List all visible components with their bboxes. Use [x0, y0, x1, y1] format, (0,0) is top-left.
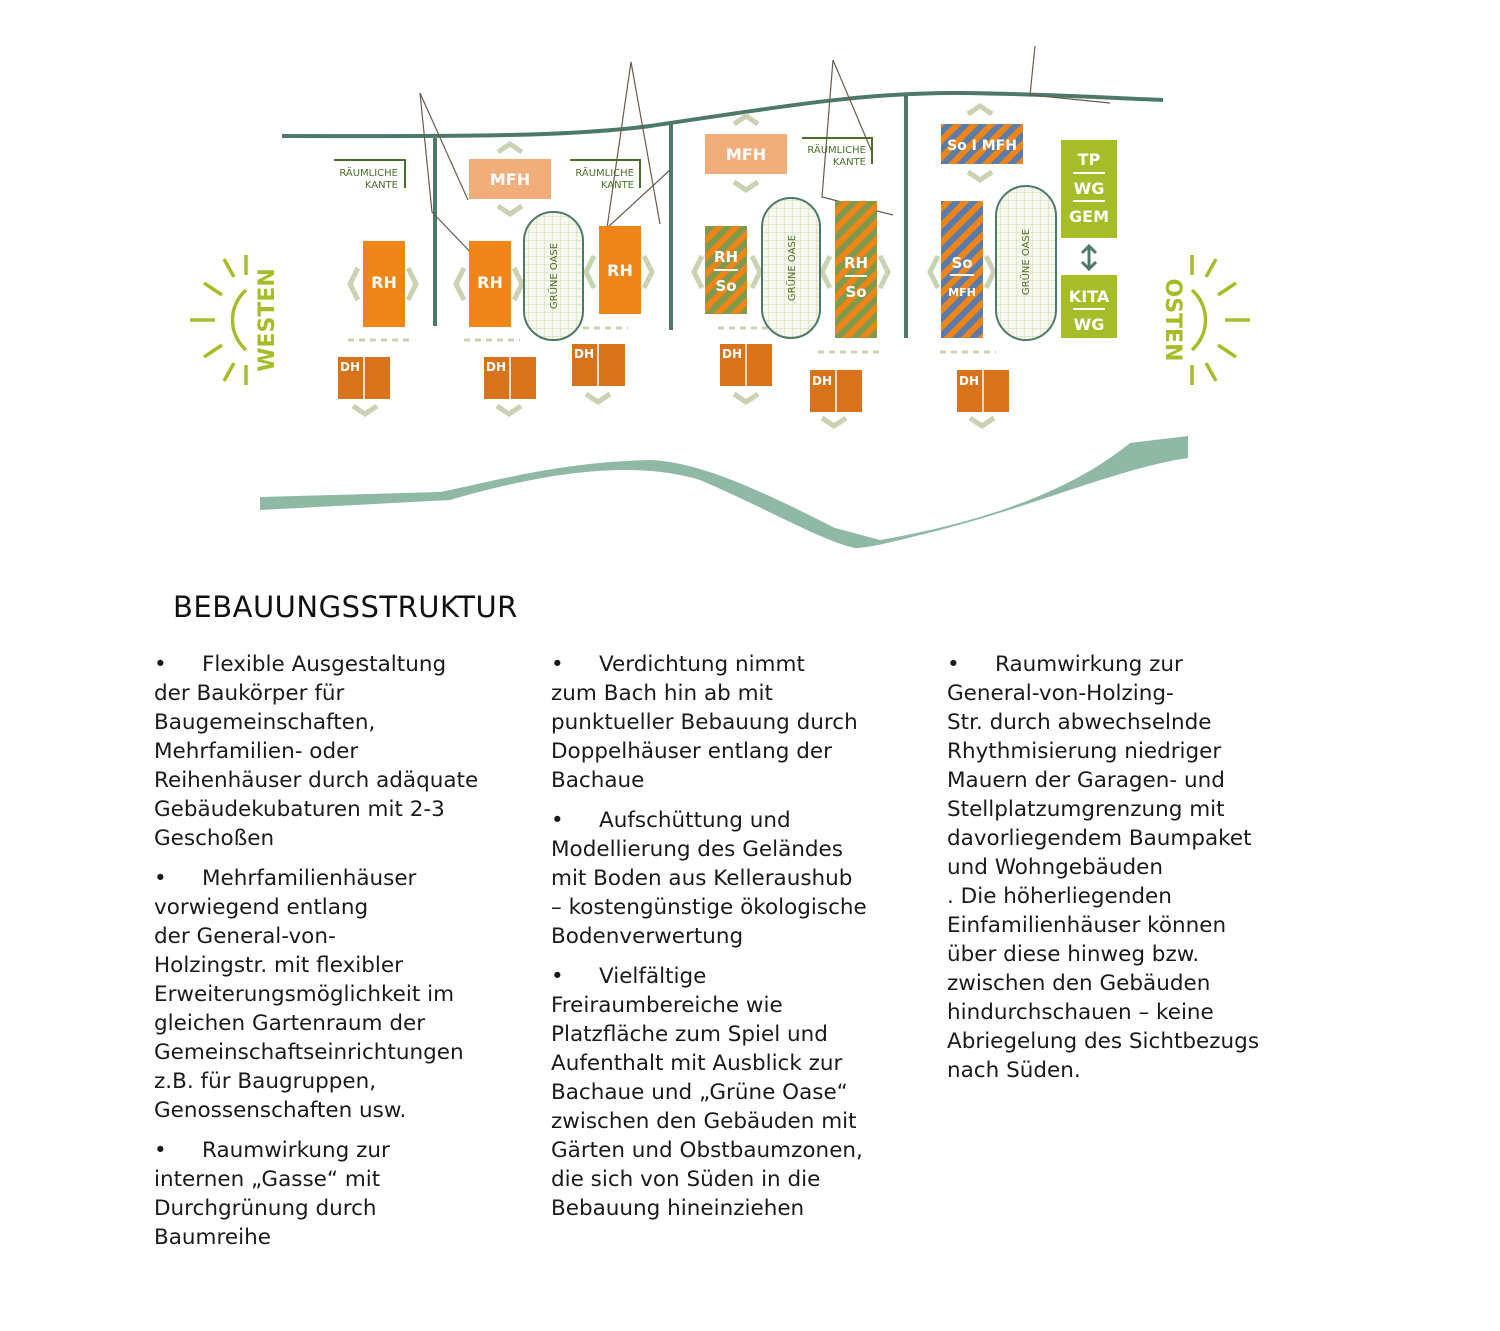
svg-text:KANTE: KANTE [833, 157, 866, 168]
svg-text:So: So [951, 254, 972, 272]
svg-text:DH: DH [574, 347, 594, 361]
building-mfh-2: MFH [705, 134, 787, 174]
svg-text:So: So [845, 283, 866, 301]
building-rh-2: RH [469, 241, 511, 327]
svg-text:TP: TP [1078, 150, 1101, 169]
list-item: •Flexible Ausgestaltung der Baukörper fü… [154, 652, 479, 851]
building-dh-1: DH [338, 357, 390, 399]
svg-text:KANTE: KANTE [601, 180, 634, 191]
svg-text:RH: RH [477, 273, 503, 292]
list-item: •Verdichtung nimmt zum Bach hin ab mit p… [551, 652, 858, 793]
double-arrow-icon [1080, 243, 1098, 272]
building-so-mfh-tall: So MFH [941, 201, 983, 338]
text-column-3: •Raumwirkung zur General-von-Holzing- St… [947, 650, 1277, 1096]
building-dh-6: DH [957, 370, 1009, 412]
building-rh-3: RH [599, 226, 641, 314]
svg-text:MFH: MFH [490, 170, 530, 189]
building-dh-5: DH [810, 370, 862, 412]
svg-text:MFH: MFH [726, 145, 766, 164]
svg-text:RH: RH [844, 254, 868, 272]
svg-text:WG: WG [1074, 315, 1105, 334]
svg-text:GEM: GEM [1069, 207, 1109, 226]
svg-text:DH: DH [340, 360, 360, 374]
site-diagram: WESTEN OSTEN RÄUMLICHE KANTE RÄUMLICHE K… [190, 45, 1250, 548]
green-oasis-1: GRÜNE OASE [523, 211, 584, 341]
svg-text:RÄUMLICHE: RÄUMLICHE [339, 166, 398, 179]
edge-label-3: RÄUMLICHE KANTE [802, 137, 873, 168]
sun-east-icon [1190, 255, 1250, 385]
green-oasis-3: GRÜNE OASE [995, 185, 1057, 341]
svg-text:KANTE: KANTE [365, 180, 398, 191]
compass-west: WESTEN [255, 268, 280, 372]
building-tp-wg-gem: TP WG GEM [1061, 140, 1117, 238]
svg-text:DH: DH [486, 360, 506, 374]
svg-text:DH: DH [959, 374, 979, 388]
svg-text:So: So [715, 277, 736, 295]
dashed-lines [348, 326, 996, 354]
building-rh-so-1: RH So [705, 226, 747, 314]
compass-east: OSTEN [1160, 279, 1185, 362]
stream [260, 436, 1188, 548]
section-title: BEBAUUNGSSTRUKTUR [173, 590, 518, 624]
building-mfh-1: MFH [469, 159, 551, 199]
sun-west-icon [190, 255, 248, 385]
svg-text:KITA: KITA [1069, 287, 1110, 306]
text-column-2: •Verdichtung nimmt zum Bach hin ab mit p… [551, 650, 891, 1234]
list-item: •Mehrfamilienhäuser vorwiegend entlang d… [154, 866, 464, 1123]
svg-text:GRÜNE OASE: GRÜNE OASE [1019, 229, 1032, 295]
svg-text:RÄUMLICHE: RÄUMLICHE [575, 166, 634, 179]
svg-text:RH: RH [371, 273, 397, 292]
svg-text:DH: DH [812, 374, 832, 388]
svg-text:RÄUMLICHE: RÄUMLICHE [807, 143, 866, 156]
building-kita-wg: KITA WG [1061, 275, 1117, 338]
chevrons [347, 102, 997, 430]
edge-label-2: RÄUMLICHE KANTE [570, 159, 641, 191]
list-item: •Aufschüttung und Modellierung des Gelän… [551, 808, 867, 949]
svg-text:DH: DH [722, 347, 742, 361]
building-dh-3: DH [572, 344, 625, 386]
svg-text:GRÜNE OASE: GRÜNE OASE [785, 235, 798, 301]
edge-label-1: RÄUMLICHE KANTE [334, 159, 406, 191]
green-oasis-2: GRÜNE OASE [761, 197, 821, 339]
svg-text:MFH: MFH [948, 286, 976, 299]
list-item: •Raumwirkung zur General-von-Holzing- St… [947, 652, 1260, 1083]
street-line [281, 90, 1164, 139]
svg-text:RH: RH [607, 261, 633, 280]
building-dh-2: DH [484, 357, 536, 399]
list-item: •Vielfältige Freiraumbereiche wie Platzf… [551, 964, 863, 1221]
svg-text:So I MFH: So I MFH [947, 138, 1017, 154]
svg-text:RH: RH [714, 248, 738, 266]
svg-text:WG: WG [1074, 179, 1105, 198]
text-column-1: •Flexible Ausgestaltung der Baukörper fü… [154, 650, 494, 1263]
list-item: •Raumwirkung zur internen „Gasse“ mit Du… [154, 1138, 390, 1250]
building-so-mfh-top: So I MFH [941, 124, 1023, 164]
building-dh-4: DH [720, 344, 772, 386]
building-rh-so-2: RH So [835, 201, 877, 338]
building-rh-1: RH [363, 241, 405, 327]
svg-text:GRÜNE OASE: GRÜNE OASE [547, 243, 560, 309]
